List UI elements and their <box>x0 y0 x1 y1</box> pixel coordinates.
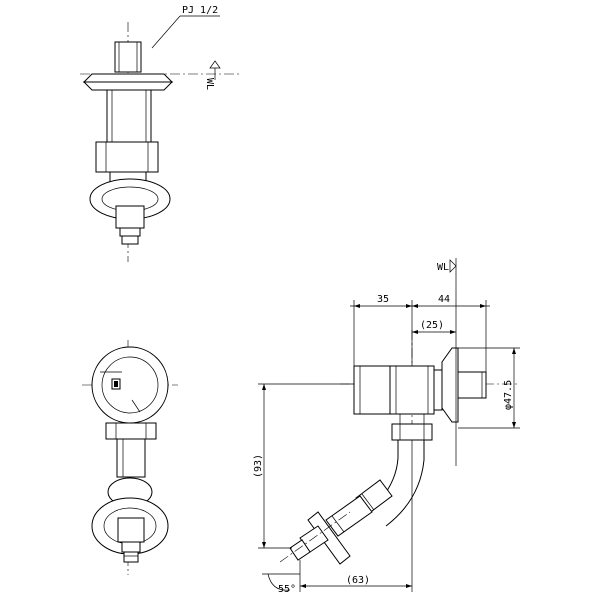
pipe-thread-label: PJ 1/2 <box>182 5 218 16</box>
side-view: WL 35 44 (25) φ47.5 (93) (63) 5 <box>253 258 520 595</box>
front-view <box>82 340 178 575</box>
dimension-angle: 55° <box>278 584 296 595</box>
dimension-25: (25) <box>420 320 444 331</box>
dimension-93: (93) <box>253 454 264 478</box>
dimension-63: (63) <box>346 575 370 586</box>
dimension-44: 44 <box>438 294 450 305</box>
water-level-label-top: WL <box>204 78 215 90</box>
water-level-label-side: WL <box>437 262 449 273</box>
dimension-35: 35 <box>377 294 389 305</box>
top-view: PJ 1/2 WL <box>80 5 240 262</box>
dimension-diameter: φ47.5 <box>503 380 514 410</box>
